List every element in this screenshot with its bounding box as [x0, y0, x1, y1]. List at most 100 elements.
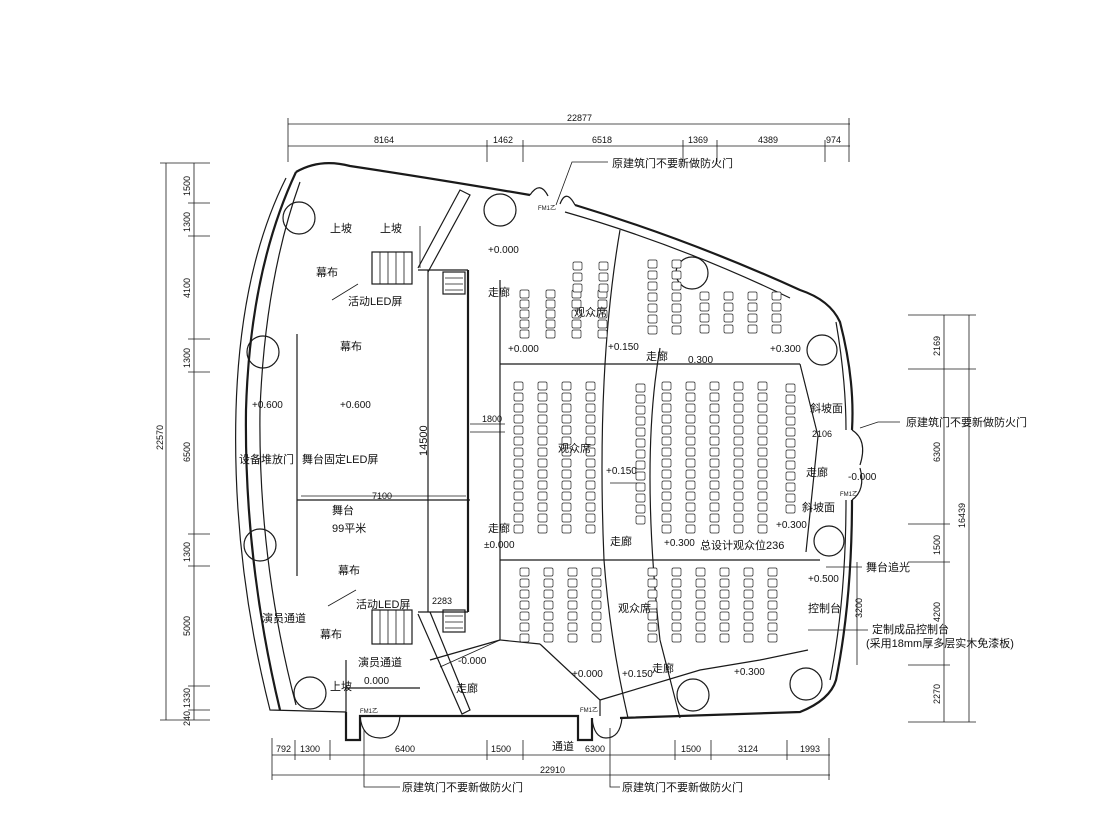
seat — [545, 319, 556, 329]
seat — [513, 403, 524, 413]
seat — [671, 325, 682, 335]
level-300-mid: +0.300 — [664, 538, 695, 549]
seat — [771, 313, 782, 323]
seat — [699, 324, 710, 334]
seat — [537, 381, 548, 391]
label-audience-1: 观众席 — [574, 305, 607, 319]
seat — [743, 600, 754, 610]
label-audience-2: 观众席 — [558, 441, 591, 455]
door-tag-bottom-right: FM1乙 — [580, 707, 598, 714]
seat — [513, 469, 524, 479]
audience-seating — [513, 259, 796, 643]
seat — [519, 633, 530, 643]
dim-bottom-3: 6400 — [395, 744, 415, 754]
seat — [585, 524, 596, 534]
seat — [635, 427, 646, 437]
dim-right-total: 16439 — [957, 503, 967, 528]
seat — [543, 578, 554, 588]
dim-top-5: 4389 — [758, 135, 778, 145]
seat — [513, 392, 524, 402]
dim-top-3: 6518 — [592, 135, 612, 145]
seat — [597, 309, 608, 319]
seat — [519, 567, 530, 577]
label-corridor-6: 走廊 — [456, 681, 478, 695]
seat — [757, 436, 768, 446]
seat — [513, 381, 524, 391]
label-corridor-1: 走廊 — [488, 285, 510, 299]
dim-top-2: 1462 — [493, 135, 513, 145]
seat — [743, 567, 754, 577]
label-upslope-1: 上坡 — [330, 222, 352, 235]
seat — [661, 425, 672, 435]
seat — [723, 302, 734, 312]
seat — [513, 502, 524, 512]
stair-ramp-top — [371, 251, 413, 285]
seat — [685, 480, 696, 490]
dim-right-5: 2270 — [932, 684, 942, 704]
level-300-top: 0.300 — [688, 355, 713, 366]
seat — [767, 578, 778, 588]
seat — [543, 589, 554, 599]
seat — [585, 436, 596, 446]
seat — [785, 471, 796, 481]
dim-right-2: 6300 — [932, 442, 942, 462]
label-stage-light: 舞台追光 — [866, 560, 910, 574]
seat — [695, 622, 706, 632]
seat — [513, 491, 524, 501]
level-actor-passage: 0.000 — [364, 676, 389, 687]
dim-2106: 2106 — [812, 429, 832, 439]
dim-bottom-7: 3124 — [738, 744, 758, 754]
label-fixed-led: 舞台固定LED屏 — [302, 452, 378, 466]
seat — [561, 524, 572, 534]
seat — [661, 436, 672, 446]
seat — [695, 578, 706, 588]
seat — [545, 329, 556, 339]
seat — [709, 469, 720, 479]
seat — [733, 392, 744, 402]
dim-bottom-6: 1500 — [681, 744, 701, 754]
label-stage: 舞台 — [332, 503, 354, 517]
seat — [635, 471, 646, 481]
seat — [671, 292, 682, 302]
seat — [567, 600, 578, 610]
seat — [695, 600, 706, 610]
seat — [585, 491, 596, 501]
seat — [537, 469, 548, 479]
seat — [685, 469, 696, 479]
label-curtain-1: 幕布 — [316, 265, 338, 279]
stair-ramp-bottom — [371, 609, 413, 645]
dim-left-9: 240 — [182, 711, 192, 726]
seat — [647, 578, 658, 588]
seat — [635, 482, 646, 492]
dim-top-6: 974 — [826, 135, 841, 145]
seat — [513, 447, 524, 457]
elevation-marks: +0.000 +0.000 ±0.000 -0.000 -0.000 +0.00… — [252, 245, 877, 687]
seat — [743, 589, 754, 599]
seat — [635, 493, 646, 503]
dim-right-inner: 3200 — [854, 598, 864, 618]
door-tag-bottom-left: FM1乙 — [360, 708, 378, 715]
seat — [785, 427, 796, 437]
seat — [561, 414, 572, 424]
seat — [635, 515, 646, 525]
seat — [585, 392, 596, 402]
dim-bottom-4: 1500 — [491, 744, 511, 754]
seat — [661, 480, 672, 490]
seat — [733, 513, 744, 523]
seat — [661, 447, 672, 457]
level-front-left: +0.000 — [508, 344, 539, 355]
seat — [567, 622, 578, 632]
seat — [635, 504, 646, 514]
dim-right-1: 2169 — [932, 336, 942, 356]
seat — [519, 309, 530, 319]
dim-left-7: 5000 — [182, 616, 192, 636]
seat — [747, 324, 758, 334]
seat — [719, 622, 730, 632]
door-tag-top: FM1乙 — [538, 205, 556, 212]
seat — [513, 513, 524, 523]
seat — [747, 302, 758, 312]
seat — [685, 414, 696, 424]
seat — [567, 578, 578, 588]
seat — [561, 425, 572, 435]
level-bottom-left: -0.000 — [458, 656, 487, 667]
